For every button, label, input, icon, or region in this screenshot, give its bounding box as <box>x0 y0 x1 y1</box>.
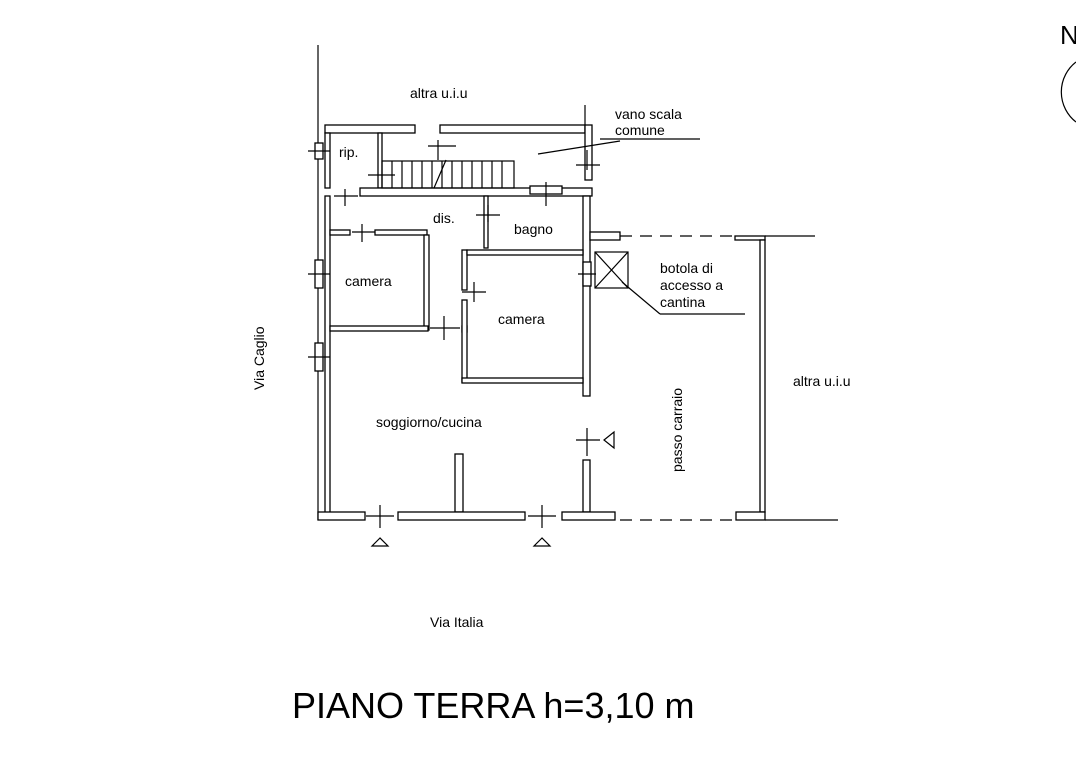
label-via-italia: Via Italia <box>430 614 484 630</box>
staircase <box>368 159 515 189</box>
label-camera-left: camera <box>345 273 392 289</box>
walls <box>317 124 621 521</box>
label-via-caglio: Via Caglio <box>251 326 267 390</box>
label-soggiorno: soggiorno/cucina <box>376 414 482 430</box>
label-dis: dis. <box>433 210 455 226</box>
label-comune: comune <box>615 122 665 138</box>
north-arrow-circle <box>1060 61 1076 123</box>
label-botola-3: cantina <box>660 294 705 310</box>
label-altra-uiu-right: altra u.i.u <box>793 373 851 389</box>
north-label: N <box>1060 20 1076 50</box>
door-window-marks <box>308 140 615 547</box>
leader-line <box>537 140 621 155</box>
plan-title: PIANO TERRA h=3,10 m <box>292 685 695 726</box>
label-vano-scala: vano scala <box>615 106 682 122</box>
passo-carraio-area <box>620 235 838 521</box>
label-rip: rip. <box>339 144 358 160</box>
label-passo-carraio: passo carraio <box>669 388 685 472</box>
label-camera-center: camera <box>498 311 545 327</box>
label-botola-2: accesso a <box>660 277 723 293</box>
botola-hatch <box>594 251 745 315</box>
label-bagno: bagno <box>514 221 553 237</box>
label-botola-1: botola di <box>660 260 713 276</box>
label-altra-uiu-top: altra u.i.u <box>410 85 468 101</box>
